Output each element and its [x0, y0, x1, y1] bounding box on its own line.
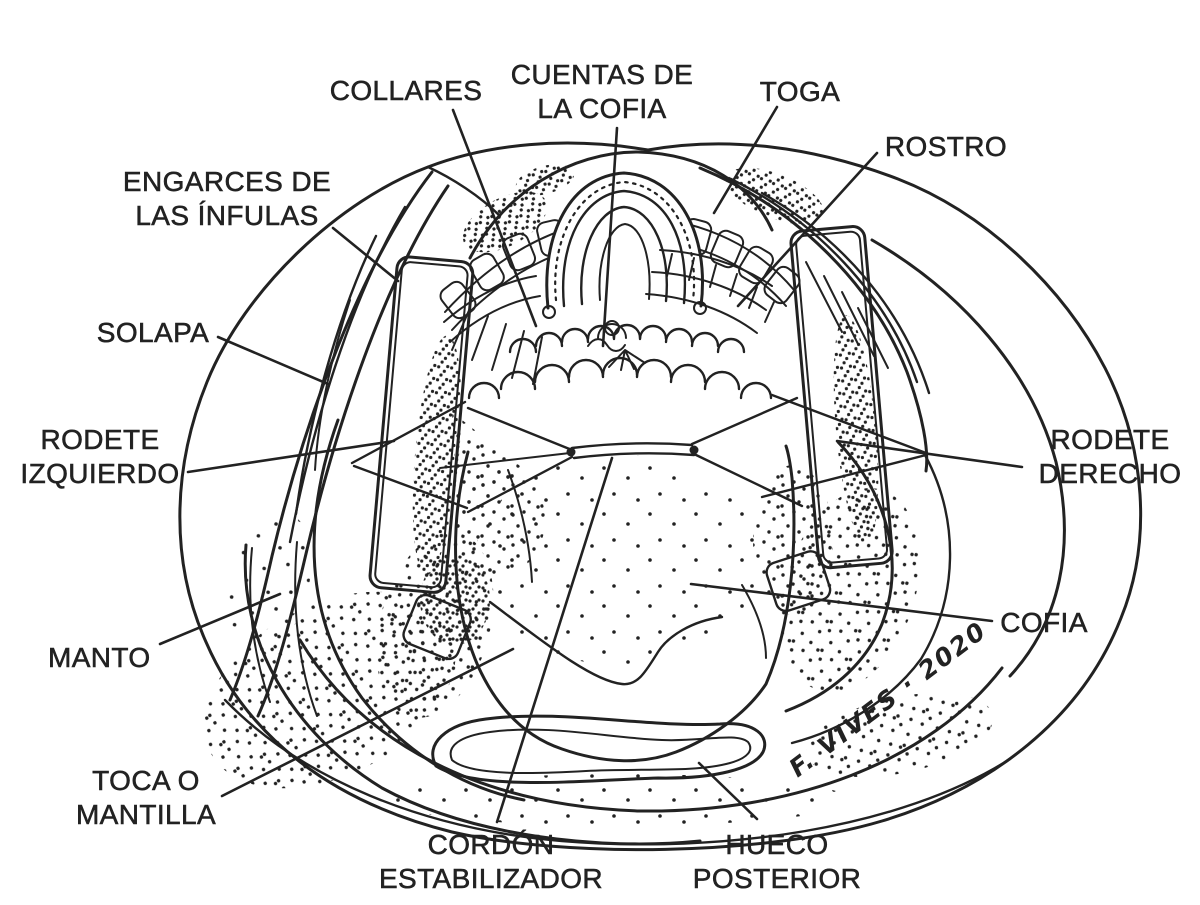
label-toca-line2: MANTILLA: [75, 799, 217, 831]
label-toga: TOGA: [759, 76, 841, 108]
label-hueco-posterior: HUECO POSTERIOR: [692, 828, 862, 896]
label-rodete-derecho-line1: RODETE: [1050, 424, 1170, 456]
label-cordon-estabilizador: CORDÓN ESTABILIZADOR: [379, 828, 603, 896]
manto-outline: [178, 141, 1143, 852]
label-rodete-izquierdo-line1: RODETE: [40, 424, 160, 456]
label-toca-o-mantilla: TOCA O MANTILLA: [76, 764, 216, 832]
label-manto: MANTO: [48, 642, 151, 674]
label-cordon-line2: ESTABILIZADOR: [378, 863, 604, 895]
leader-lines: [158, 105, 1024, 824]
label-cuentas-line1: CUENTAS DE: [510, 59, 694, 91]
solapa-folds: [228, 170, 450, 718]
rodete-izquierdo-band: [368, 255, 475, 661]
label-rodete-izquierdo: RODETE IZQUIERDO: [20, 423, 179, 491]
hueco-posterior-blob: [431, 714, 767, 784]
label-solapa: SOLAPA: [96, 317, 210, 349]
label-engarces-line1: ENGARCES DE: [122, 166, 332, 198]
label-rodete-izquierdo-line2: IZQUIERDO: [20, 458, 180, 490]
label-engarces-de-las-infulas: ENGARCES DE LAS ÍNFULAS: [123, 165, 331, 233]
cofia-body: [454, 444, 796, 763]
toga-folds: [698, 166, 1066, 745]
infulas-straps: [350, 393, 928, 514]
label-rostro: ROSTRO: [884, 131, 1008, 163]
label-hueco-line1: HUECO: [725, 829, 829, 861]
label-collares: COLLARES: [329, 75, 483, 107]
cuentas-arch: [542, 171, 707, 319]
label-cofia: COFIA: [1000, 607, 1088, 639]
label-toca-line1: TOCA O: [92, 765, 200, 797]
label-rodete-derecho: RODETE DERECHO: [1038, 423, 1182, 491]
label-hueco-line2: POSTERIOR: [692, 863, 862, 895]
toca-mantilla-folds: [223, 418, 1012, 846]
label-cuentas-de-la-cofia: CUENTAS DE LA COFIA: [510, 58, 694, 126]
label-rodete-derecho-line2: DERECHO: [1038, 458, 1182, 490]
label-engarces-line2: LAS ÍNFULAS: [135, 200, 319, 232]
label-cordon-line1: CORDÓN: [427, 829, 555, 861]
label-cuentas-line2: LA COFIA: [537, 93, 667, 125]
scallop-lace: [467, 323, 773, 400]
rodete-derecho-band: [765, 225, 894, 613]
